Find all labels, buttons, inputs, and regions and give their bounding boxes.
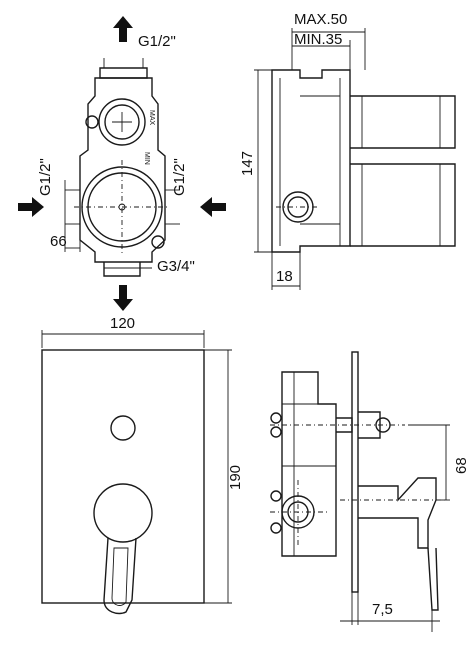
label-outlet-bottom: G3/4"	[157, 258, 195, 275]
label-inlet-top: G1/2"	[138, 33, 176, 50]
assembly-side-view: 68 7,5	[270, 351, 470, 632]
valve-body-top-view: MAX MIN G1/2" G1/2" G1/2" 66 G3/4"	[18, 16, 226, 311]
dim-depth-min: MIN.35	[294, 31, 342, 48]
dim-projection-7-5: 7,5	[372, 601, 393, 618]
flow-arrow-down-icon	[113, 285, 133, 311]
cover-plate-front-view: 120 190	[41, 315, 244, 615]
dim-height-147: 147	[239, 151, 256, 176]
flow-arrow-right-icon	[18, 197, 44, 217]
dim-depth-max: MAX.50	[294, 11, 347, 28]
label-inlet-right: G1/2"	[171, 158, 188, 196]
dim-plate-height: 190	[227, 465, 244, 490]
dim-width-66: 66	[50, 233, 67, 250]
dim-plate-width: 120	[110, 315, 135, 332]
label-inlet-left: G1/2"	[37, 158, 54, 196]
flow-arrow-up-icon	[113, 16, 133, 42]
valve-body-side-view: MAX.50 MIN.35 147 18	[239, 11, 456, 290]
dim-offset-18: 18	[276, 268, 293, 285]
max-mark: MAX	[148, 110, 155, 126]
flow-arrow-left-icon	[200, 197, 226, 217]
min-mark: MIN	[143, 152, 150, 165]
dim-axis-68: 68	[453, 457, 470, 474]
